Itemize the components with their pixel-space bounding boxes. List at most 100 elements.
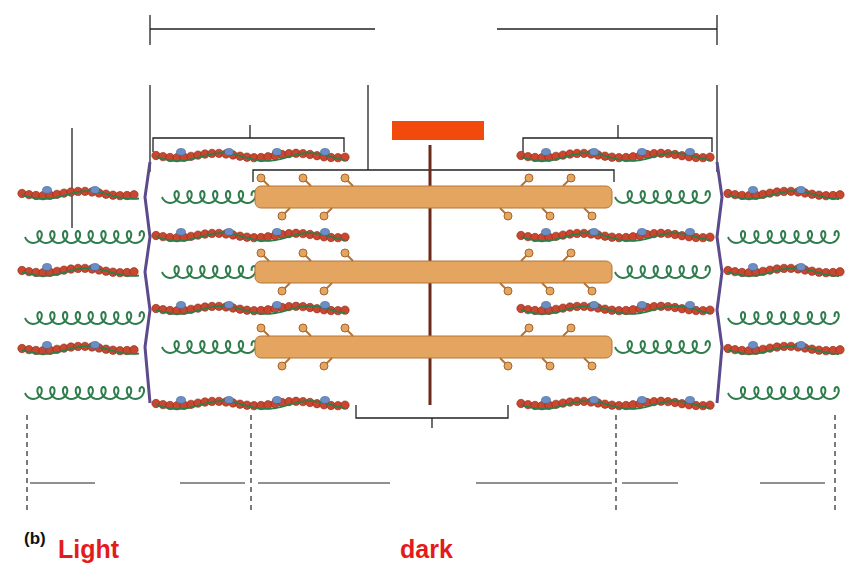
thin-filament xyxy=(517,397,714,410)
troponin xyxy=(177,149,186,156)
troponin xyxy=(321,397,330,404)
troponin xyxy=(590,397,599,404)
tropomyosin xyxy=(22,268,139,276)
thin-filament xyxy=(152,397,349,410)
bracket-tick xyxy=(431,418,432,428)
leader-line xyxy=(367,85,368,170)
troponin xyxy=(91,342,100,349)
titin-spring xyxy=(25,312,144,324)
troponin xyxy=(542,302,551,309)
troponin xyxy=(273,229,282,236)
myosin-head xyxy=(257,174,265,182)
myosin-head xyxy=(546,362,554,370)
troponin xyxy=(91,264,100,271)
myosin-rod xyxy=(255,261,612,283)
troponin xyxy=(542,149,551,156)
troponin xyxy=(686,397,695,404)
myosin-head xyxy=(278,212,286,220)
titin-spring xyxy=(728,312,839,324)
tropomyosin xyxy=(728,191,839,199)
figure-letter: (b) xyxy=(24,530,46,549)
dashed-guide xyxy=(26,415,27,510)
myosin-head xyxy=(278,287,286,295)
troponin xyxy=(686,302,695,309)
troponin xyxy=(638,302,647,309)
myosin-head xyxy=(588,212,596,220)
myosin-rod xyxy=(255,336,612,358)
thick-filament xyxy=(255,324,612,370)
troponin xyxy=(91,187,100,194)
tropomyosin xyxy=(728,268,839,276)
thick-filament-bracket xyxy=(253,170,614,182)
thin-filament xyxy=(152,302,349,315)
myosin-head xyxy=(320,362,328,370)
myosin-head xyxy=(588,287,596,295)
bracket-tick xyxy=(249,125,250,138)
thin-filament xyxy=(724,264,844,277)
dashed-guide xyxy=(250,415,251,510)
bracket-tick xyxy=(716,15,717,45)
tropomyosin xyxy=(22,346,139,354)
troponin xyxy=(43,342,52,349)
troponin xyxy=(177,397,186,404)
troponin xyxy=(321,229,330,236)
sarcomere-bracket xyxy=(150,28,375,29)
myosin-head xyxy=(278,362,286,370)
z-disc xyxy=(145,162,150,403)
dimension-line xyxy=(760,482,825,483)
myosin-head xyxy=(567,249,575,257)
actin-bead xyxy=(130,346,138,354)
myosin-head xyxy=(320,212,328,220)
myosin-head xyxy=(588,362,596,370)
dimension-line xyxy=(476,482,612,483)
troponin xyxy=(542,397,551,404)
dimension-line xyxy=(30,482,95,483)
dimension-line xyxy=(258,482,390,483)
bracket-tick xyxy=(617,125,618,138)
dimension-lines xyxy=(27,415,835,510)
troponin xyxy=(797,342,806,349)
thick-filament xyxy=(255,249,612,295)
titin-spring xyxy=(615,341,710,353)
titin-spring xyxy=(162,191,256,203)
troponin xyxy=(321,302,330,309)
leader-line xyxy=(149,85,150,172)
troponin xyxy=(797,187,806,194)
myosin-head xyxy=(257,324,265,332)
myosin-head xyxy=(504,287,512,295)
cover-box xyxy=(392,121,484,140)
myosin-head xyxy=(546,287,554,295)
troponin xyxy=(686,149,695,156)
sarcomere-bracket xyxy=(497,28,717,29)
tropomyosin xyxy=(728,346,839,354)
troponin xyxy=(590,229,599,236)
titin-spring xyxy=(728,387,839,399)
thin-filament-bracket xyxy=(523,138,712,152)
troponin xyxy=(542,229,551,236)
titin-spring xyxy=(615,191,710,203)
band-label: Light xyxy=(58,536,119,564)
actin-bead xyxy=(130,191,138,199)
thin-filament xyxy=(517,302,714,315)
titin-spring xyxy=(728,231,839,243)
troponin xyxy=(273,397,282,404)
leader-line xyxy=(71,128,72,228)
troponin xyxy=(797,264,806,271)
myosin-head xyxy=(525,174,533,182)
troponin xyxy=(225,149,234,156)
actin-bead xyxy=(836,346,844,354)
z-disc xyxy=(717,162,722,403)
filaments xyxy=(18,145,844,410)
troponin xyxy=(273,149,282,156)
thin-filament xyxy=(724,342,844,355)
leader-line xyxy=(716,85,717,172)
troponin xyxy=(225,302,234,309)
troponin xyxy=(686,229,695,236)
thin-filament xyxy=(517,149,714,162)
titin-spring xyxy=(162,341,256,353)
troponin xyxy=(273,302,282,309)
actin-bead xyxy=(836,268,844,276)
myosin-head xyxy=(299,249,307,257)
myosin-head xyxy=(546,212,554,220)
thin-filament xyxy=(152,149,349,162)
